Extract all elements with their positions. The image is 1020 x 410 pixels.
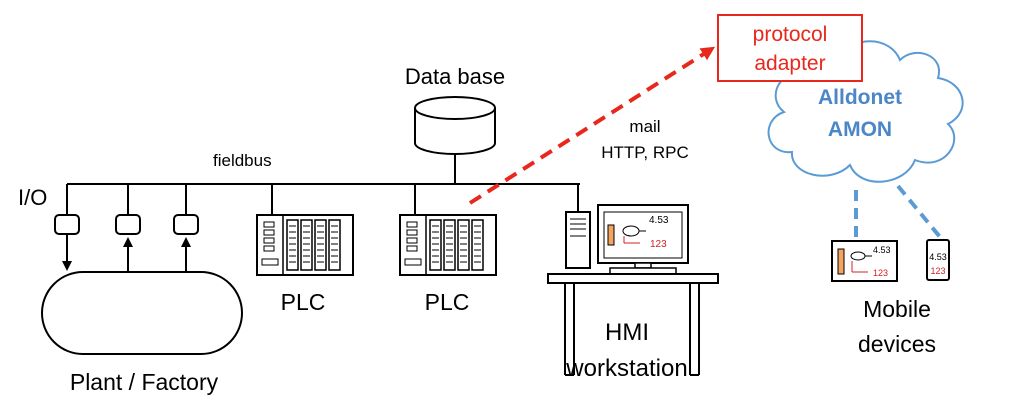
fieldbus-label: fieldbus <box>213 151 272 170</box>
mail-label: mail <box>629 117 660 136</box>
plc-icon <box>399 214 497 276</box>
internet-link-arrow <box>468 46 716 205</box>
cloud-label-line2: AMON <box>828 118 892 141</box>
mobile-label-line1: Mobile <box>863 296 931 322</box>
phone-icon <box>926 239 950 281</box>
hmi-value: 4.53 <box>649 215 669 226</box>
phone-counter: 123 <box>930 266 945 276</box>
plc-icon <box>256 214 354 276</box>
database-icon <box>414 96 496 155</box>
cloud-link-phone <box>896 184 942 239</box>
database-label: Data base <box>405 64 505 89</box>
io-label: I/O <box>18 185 47 210</box>
mobile-label-line2: devices <box>858 331 936 357</box>
http-rpc-label: HTTP, RPC <box>601 143 689 162</box>
hmi-label-line2: workstation <box>565 355 687 382</box>
adapter-label-line1: protocol <box>753 23 828 46</box>
plant-shape <box>41 271 243 355</box>
protocol-adapter-box <box>717 14 863 82</box>
adapter-label-line2: adapter <box>754 52 825 75</box>
tablet-value: 4.53 <box>873 245 891 255</box>
hmi-workstation-icon <box>547 204 719 376</box>
hmi-counter: 123 <box>650 239 667 250</box>
io-module <box>54 214 80 271</box>
plant-label: Plant / Factory <box>70 369 219 395</box>
fieldbus <box>66 150 580 215</box>
phone-value: 4.53 <box>929 252 947 262</box>
io-module <box>173 214 199 272</box>
hmi-label-line1: HMI <box>605 319 649 346</box>
io-module <box>115 214 141 272</box>
tablet-icon <box>831 240 898 282</box>
cloud-label-line1: Alldonet <box>818 86 902 109</box>
plc-left-label: PLC <box>281 289 326 315</box>
tablet-counter: 123 <box>873 268 888 278</box>
plc-right-label: PLC <box>425 289 470 315</box>
